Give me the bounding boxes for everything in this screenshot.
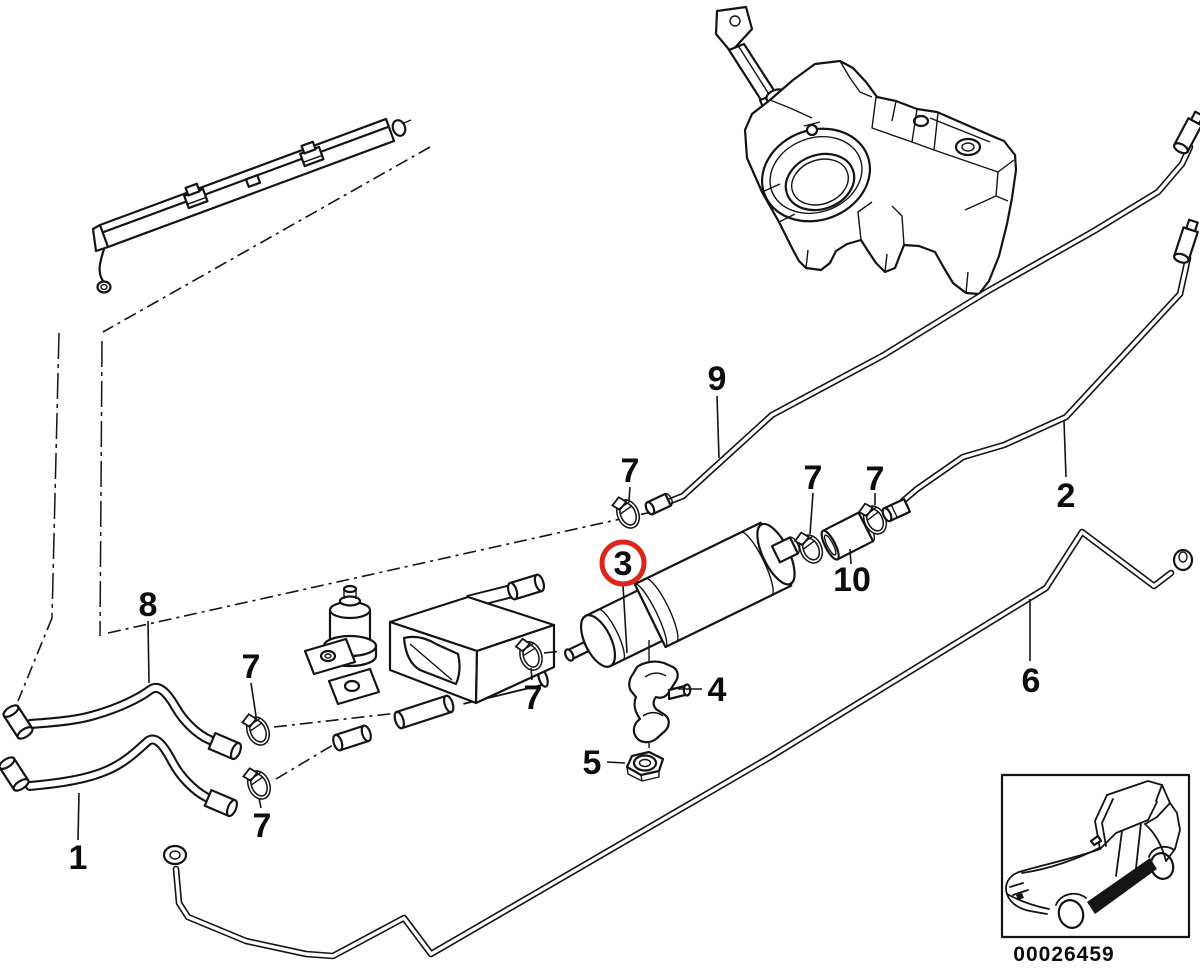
sill-highlight [1087,858,1157,914]
callout-7-label: 7 [242,648,261,686]
filter-bracket [628,640,692,748]
callout-6-label: 6 [1022,662,1041,700]
callout-3-label: 3 [614,545,633,583]
vent-pipe-6 [162,528,1194,960]
callout-layer: 9 7 7 7 2 3 10 8 7 7 4 6 5 7 1 [69,360,1076,877]
hose-clamp [241,764,272,801]
pipe-nipple [644,492,673,516]
car-inset: 00026459 [1000,773,1191,966]
fuel-rail [91,117,412,294]
pipe-nipple [881,497,912,523]
hose-clamp [793,528,825,565]
callout-7-label: 7 [621,452,640,490]
callout-9-label: 9 [708,360,727,398]
drawing-number: 00026459 [1013,943,1114,966]
callout-5-label: 5 [583,744,602,782]
callout-4-label: 4 [708,671,727,709]
car-thumbnail [1005,780,1181,929]
reference-lines [17,146,653,702]
callout-7-label: 7 [253,807,272,845]
hose-clamp [610,493,641,530]
callout-1-label: 1 [69,839,88,877]
feed-pipe-9 [644,110,1200,516]
return-pipe-2 [899,218,1199,505]
sleeve-10 [820,511,876,561]
fuel-tank [714,5,1018,296]
callout-8-label: 8 [139,586,158,624]
callout-7-label: 7 [866,460,885,498]
leader-lines [77,395,1067,841]
fuel-hoses [0,682,399,818]
highlight-circle [599,539,647,587]
callout-7-label: 7 [524,679,543,717]
fuel-filter [564,521,800,668]
mounting-nut [625,750,665,782]
callout-2-label: 2 [1057,477,1076,515]
callout-10-label: 10 [833,561,871,599]
callout-7-label: 7 [804,459,823,497]
pressure-regulator-assembly [303,573,563,752]
